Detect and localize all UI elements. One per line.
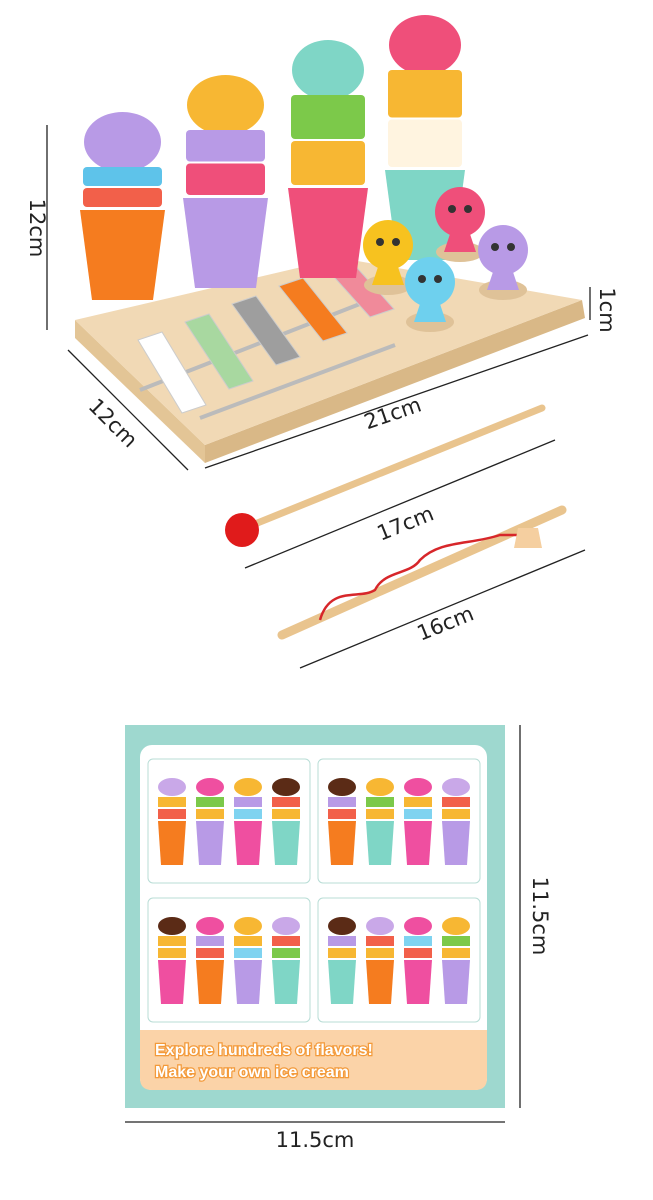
card-scoop <box>234 917 262 935</box>
xylophone-bar <box>184 313 254 390</box>
card-cone <box>158 821 186 865</box>
card-panel <box>147 897 311 1023</box>
layer <box>388 119 462 167</box>
card-scoop <box>366 778 394 796</box>
layer <box>186 130 265 162</box>
card-cone <box>366 821 394 865</box>
xylophone-bar <box>137 331 207 414</box>
layer <box>186 163 265 195</box>
card-line-1: Explore hundreds of flavors! <box>155 1042 373 1059</box>
layer <box>388 70 462 118</box>
layer <box>291 95 365 139</box>
scoop <box>292 40 364 100</box>
card-width-label: 11.5cm <box>276 1128 355 1152</box>
scoop <box>389 15 461 75</box>
layer <box>83 167 162 186</box>
card-scoop <box>196 778 224 796</box>
scoop <box>187 75 264 135</box>
card-cone <box>404 821 432 865</box>
scoop <box>84 112 161 172</box>
fish <box>363 220 413 270</box>
card-scoop <box>196 917 224 935</box>
xylophone-bar <box>231 295 301 366</box>
card-cone <box>234 821 262 865</box>
card-cone <box>158 960 186 1004</box>
pattern-card: Explore hundreds of flavors! Make your o… <box>125 725 505 1108</box>
mallet <box>225 404 546 547</box>
card-cone <box>442 960 470 1004</box>
cone <box>183 198 268 288</box>
fish-pieces <box>363 187 528 332</box>
card-scoop <box>404 778 432 796</box>
layer <box>291 141 365 185</box>
thickness-label: 1cm <box>595 287 619 332</box>
xylophone <box>137 259 396 420</box>
card-scoop <box>404 917 432 935</box>
card-cone <box>234 960 262 1004</box>
card-cone <box>328 821 356 865</box>
dimension-lines <box>46 125 591 1123</box>
card-cone <box>272 821 300 865</box>
card-height-label: 11.5cm <box>528 877 552 956</box>
card-cone <box>196 821 224 865</box>
card-scoop <box>442 917 470 935</box>
card-panel <box>147 758 311 884</box>
card-cone <box>366 960 394 1004</box>
cone <box>80 210 165 300</box>
card-scoop <box>158 917 186 935</box>
fishing-rod <box>277 505 567 640</box>
card-scoop <box>272 778 300 796</box>
mallet-length-label: 17cm <box>374 501 437 545</box>
fish <box>478 225 528 275</box>
card-cone <box>442 821 470 865</box>
ice-cream-stack <box>183 75 268 288</box>
fish <box>405 257 455 307</box>
card-scoop <box>328 778 356 796</box>
card-scoop <box>328 917 356 935</box>
card-line-2: Make your own ice cream <box>155 1064 349 1081</box>
ice-cream-stack <box>288 40 368 278</box>
height-label: 12cm <box>25 199 49 258</box>
depth-label: 12cm <box>84 394 143 453</box>
cone <box>288 188 368 278</box>
card-cone <box>272 960 300 1004</box>
ice-cream-stack <box>80 112 165 300</box>
xylophone-bar <box>278 277 348 342</box>
card-scoop <box>234 778 262 796</box>
layer <box>83 188 162 207</box>
card-panel <box>317 897 481 1023</box>
card-scoop <box>158 778 186 796</box>
card-scoop <box>366 917 394 935</box>
card-cone <box>328 960 356 1004</box>
fish <box>435 187 485 237</box>
card-panel <box>317 758 481 884</box>
card-scoop <box>272 917 300 935</box>
card-scoop <box>442 778 470 796</box>
card-cone <box>196 960 224 1004</box>
card-cone <box>404 960 432 1004</box>
ice-cream-stacks <box>80 15 465 300</box>
